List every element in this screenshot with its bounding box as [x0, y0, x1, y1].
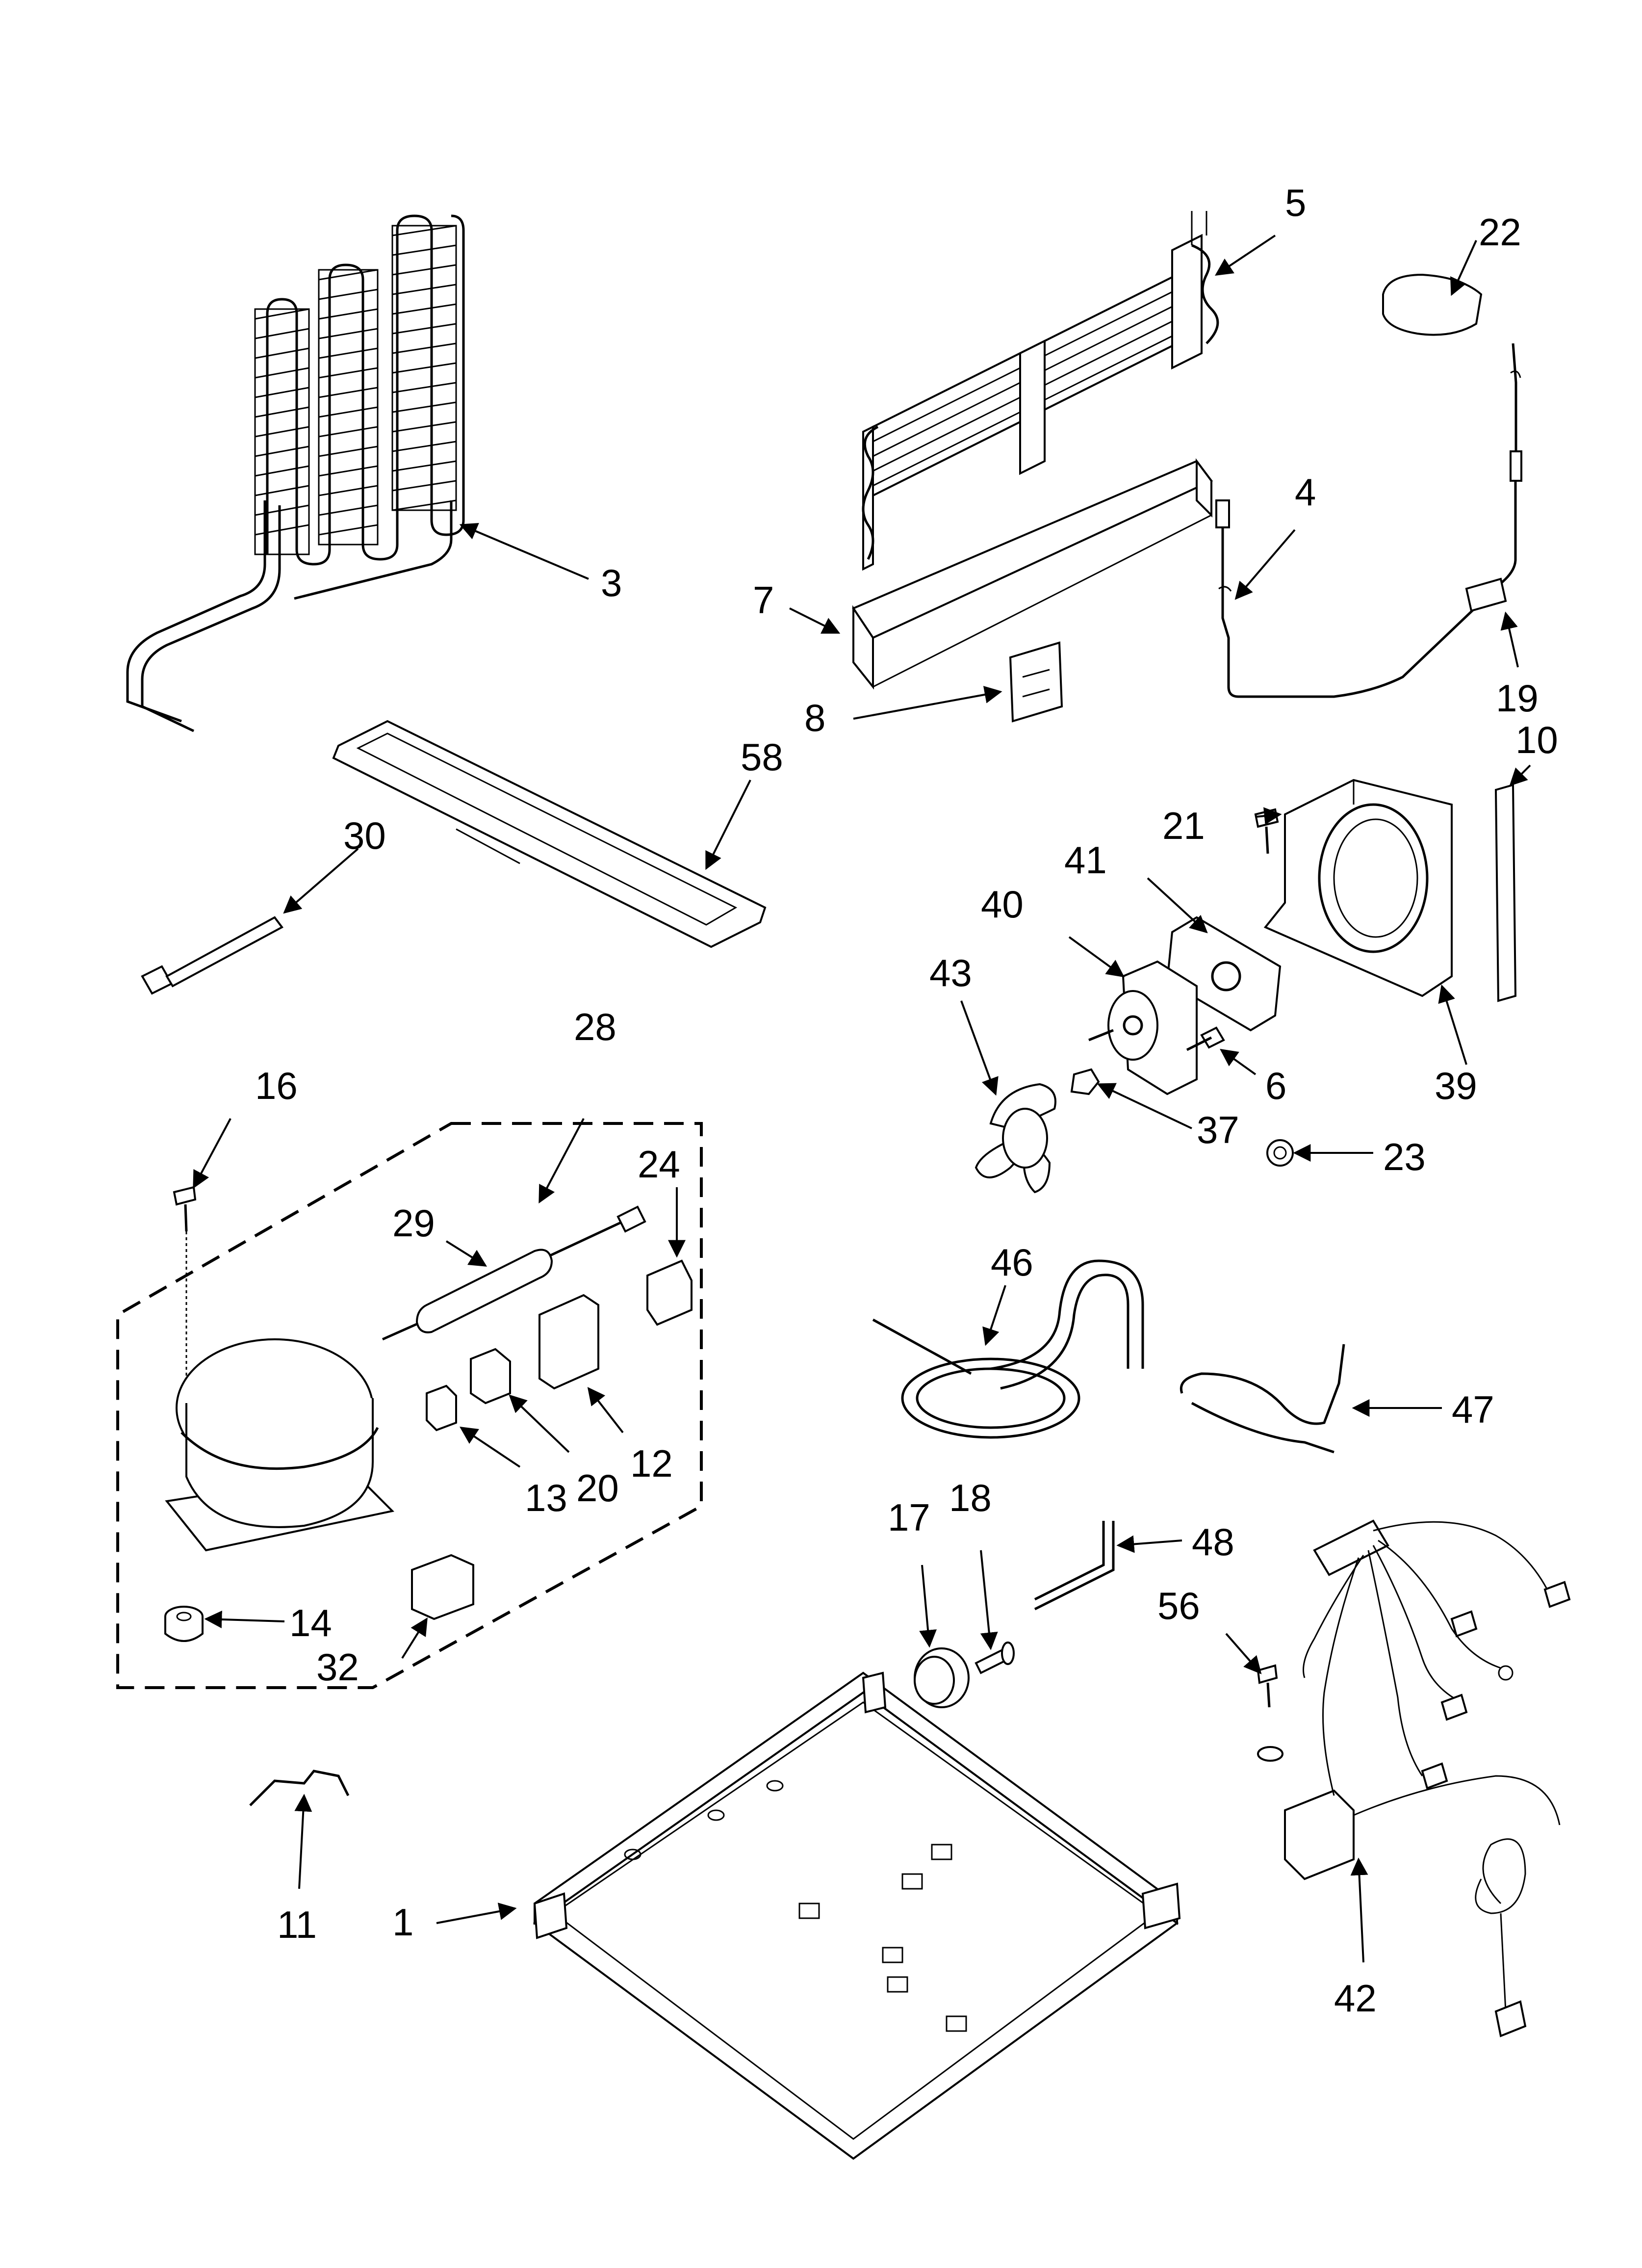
tubing-part-47 [1180, 1344, 1345, 1454]
clip-part-13 [426, 1384, 457, 1432]
callout-14: 14 [289, 1601, 332, 1644]
callout-11: 11 [277, 1903, 317, 1946]
nut-part-37 [1070, 1068, 1100, 1095]
callout-37: 37 [1197, 1108, 1239, 1151]
callout-28: 28 [574, 1005, 616, 1048]
callout-13: 13 [525, 1476, 567, 1519]
callout-42: 42 [1334, 1977, 1377, 2020]
callout-8: 8 [804, 696, 825, 739]
callout-16: 16 [255, 1064, 298, 1107]
screw-part-16 [173, 1186, 197, 1462]
strip-part-10 [1494, 783, 1517, 1002]
wheel-part-17 [914, 1647, 970, 1708]
fan-blade-part-43 [975, 1083, 1056, 1194]
callout-5: 5 [1285, 181, 1306, 224]
callout-24: 24 [638, 1143, 680, 1186]
screw-part-56 [1257, 1664, 1283, 1762]
pin-part-18 [975, 1642, 1015, 1674]
callout-4: 4 [1295, 470, 1316, 514]
callout-32: 32 [316, 1645, 359, 1689]
wire-harness-part-42 [1284, 1519, 1571, 2037]
callout-18: 18 [949, 1476, 992, 1519]
cable-tie-part-30 [141, 916, 283, 995]
callout-7: 7 [753, 578, 774, 622]
callout-46: 46 [991, 1241, 1033, 1284]
drier-part-29 [382, 1205, 646, 1341]
callout-10: 10 [1515, 718, 1558, 761]
condenser-coil-part [126, 214, 465, 732]
callout-20: 20 [576, 1466, 619, 1510]
drain-pan-part-58 [332, 720, 767, 948]
cap-part-22 [1382, 273, 1483, 336]
callout-43: 43 [929, 951, 972, 994]
connector-part-24 [646, 1259, 693, 1326]
callout-12: 12 [630, 1442, 673, 1485]
screw-part-6 [1186, 1026, 1225, 1051]
compressor-part [165, 1338, 395, 1552]
callout-40: 40 [981, 883, 1024, 926]
callout-labels: 1 3 4 5 6 7 8 10 11 12 13 14 16 17 18 19… [255, 181, 1558, 2020]
callout-21: 21 [1162, 804, 1205, 847]
base-frame-part-1 [533, 1671, 1181, 2160]
fan-shroud-part-39 [1263, 779, 1453, 997]
callout-1: 1 [392, 1901, 413, 1944]
grommet-part-14 [164, 1606, 204, 1642]
callout-39: 39 [1435, 1064, 1477, 1107]
relay-part-32 [411, 1554, 474, 1620]
grommet-part-23 [1266, 1139, 1294, 1167]
leader-lines [193, 235, 1531, 1963]
evaporator-part [852, 211, 1219, 690]
callout-48: 48 [1192, 1520, 1234, 1564]
callout-6: 6 [1265, 1064, 1286, 1107]
callout-58: 58 [741, 735, 783, 779]
callout-47: 47 [1452, 1388, 1494, 1431]
compressor-assembly-box [116, 1122, 703, 1689]
tube-part-48 [1034, 1521, 1115, 1611]
clip-part-11 [249, 1770, 350, 1806]
callout-56: 56 [1157, 1584, 1200, 1627]
callout-22: 22 [1479, 210, 1521, 254]
callout-41: 41 [1064, 838, 1107, 882]
callout-3: 3 [601, 561, 622, 604]
callout-19: 19 [1496, 677, 1539, 720]
callout-23: 23 [1383, 1135, 1426, 1178]
callout-17: 17 [888, 1496, 930, 1539]
clip-part-8 [1009, 641, 1063, 723]
overload-part-20 [470, 1348, 511, 1405]
tubing-part-46 [872, 1259, 1144, 1439]
relay-part-12 [539, 1294, 599, 1390]
callout-30: 30 [343, 814, 386, 857]
sensor-wire-part-4 [1215, 343, 1522, 698]
callout-29: 29 [392, 1201, 435, 1245]
fan-motor-part-40 [1088, 960, 1198, 1095]
clip-part-19 [1465, 577, 1507, 612]
